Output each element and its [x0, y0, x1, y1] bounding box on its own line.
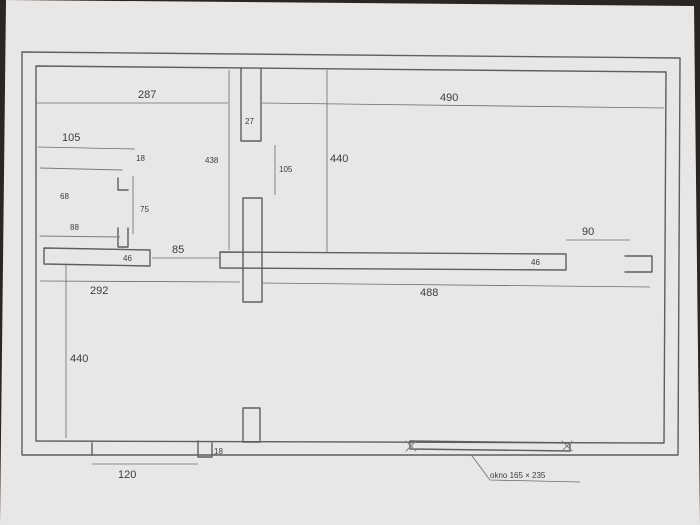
dim-lower-height: 440	[70, 353, 88, 365]
dim-corridor: 85	[172, 244, 184, 256]
dim-opening: 105	[279, 165, 293, 174]
dim-total-height: 440	[330, 153, 348, 165]
dimension-lines	[36, 70, 665, 483]
dim-wall-46-right: 46	[531, 258, 540, 267]
small-room	[39, 167, 129, 248]
dim-room-lower: 88	[70, 223, 79, 232]
window-note: okno 165 × 235	[490, 471, 546, 480]
dim-right-width: 490	[440, 92, 458, 104]
dim-bottom-gap: 120	[118, 469, 136, 481]
central-partition	[240, 67, 263, 443]
dim-column-small: 27	[245, 117, 254, 126]
dim-room-depth: 68	[60, 192, 69, 201]
dim-lower-right: 488	[420, 287, 438, 299]
bottom-details	[91, 440, 573, 458]
dim-wall-46-left: 46	[123, 254, 132, 263]
dim-bottom-small: 18	[214, 447, 223, 456]
dim-right-gap: 90	[582, 226, 594, 238]
dim-left-width: 287	[138, 89, 156, 101]
horizontal-wall	[43, 247, 653, 273]
dim-room-width: 105	[62, 132, 80, 144]
dim-room-small-depth: 18	[136, 154, 145, 163]
dim-room-door: 75	[140, 205, 149, 214]
dim-lower-left: 292	[90, 285, 108, 297]
outer-walls	[21, 51, 681, 456]
dim-column-height: 438	[205, 156, 219, 165]
dimension-labels: 287 490 105 18 68 75 88 46 85 438 27 105…	[60, 89, 594, 481]
